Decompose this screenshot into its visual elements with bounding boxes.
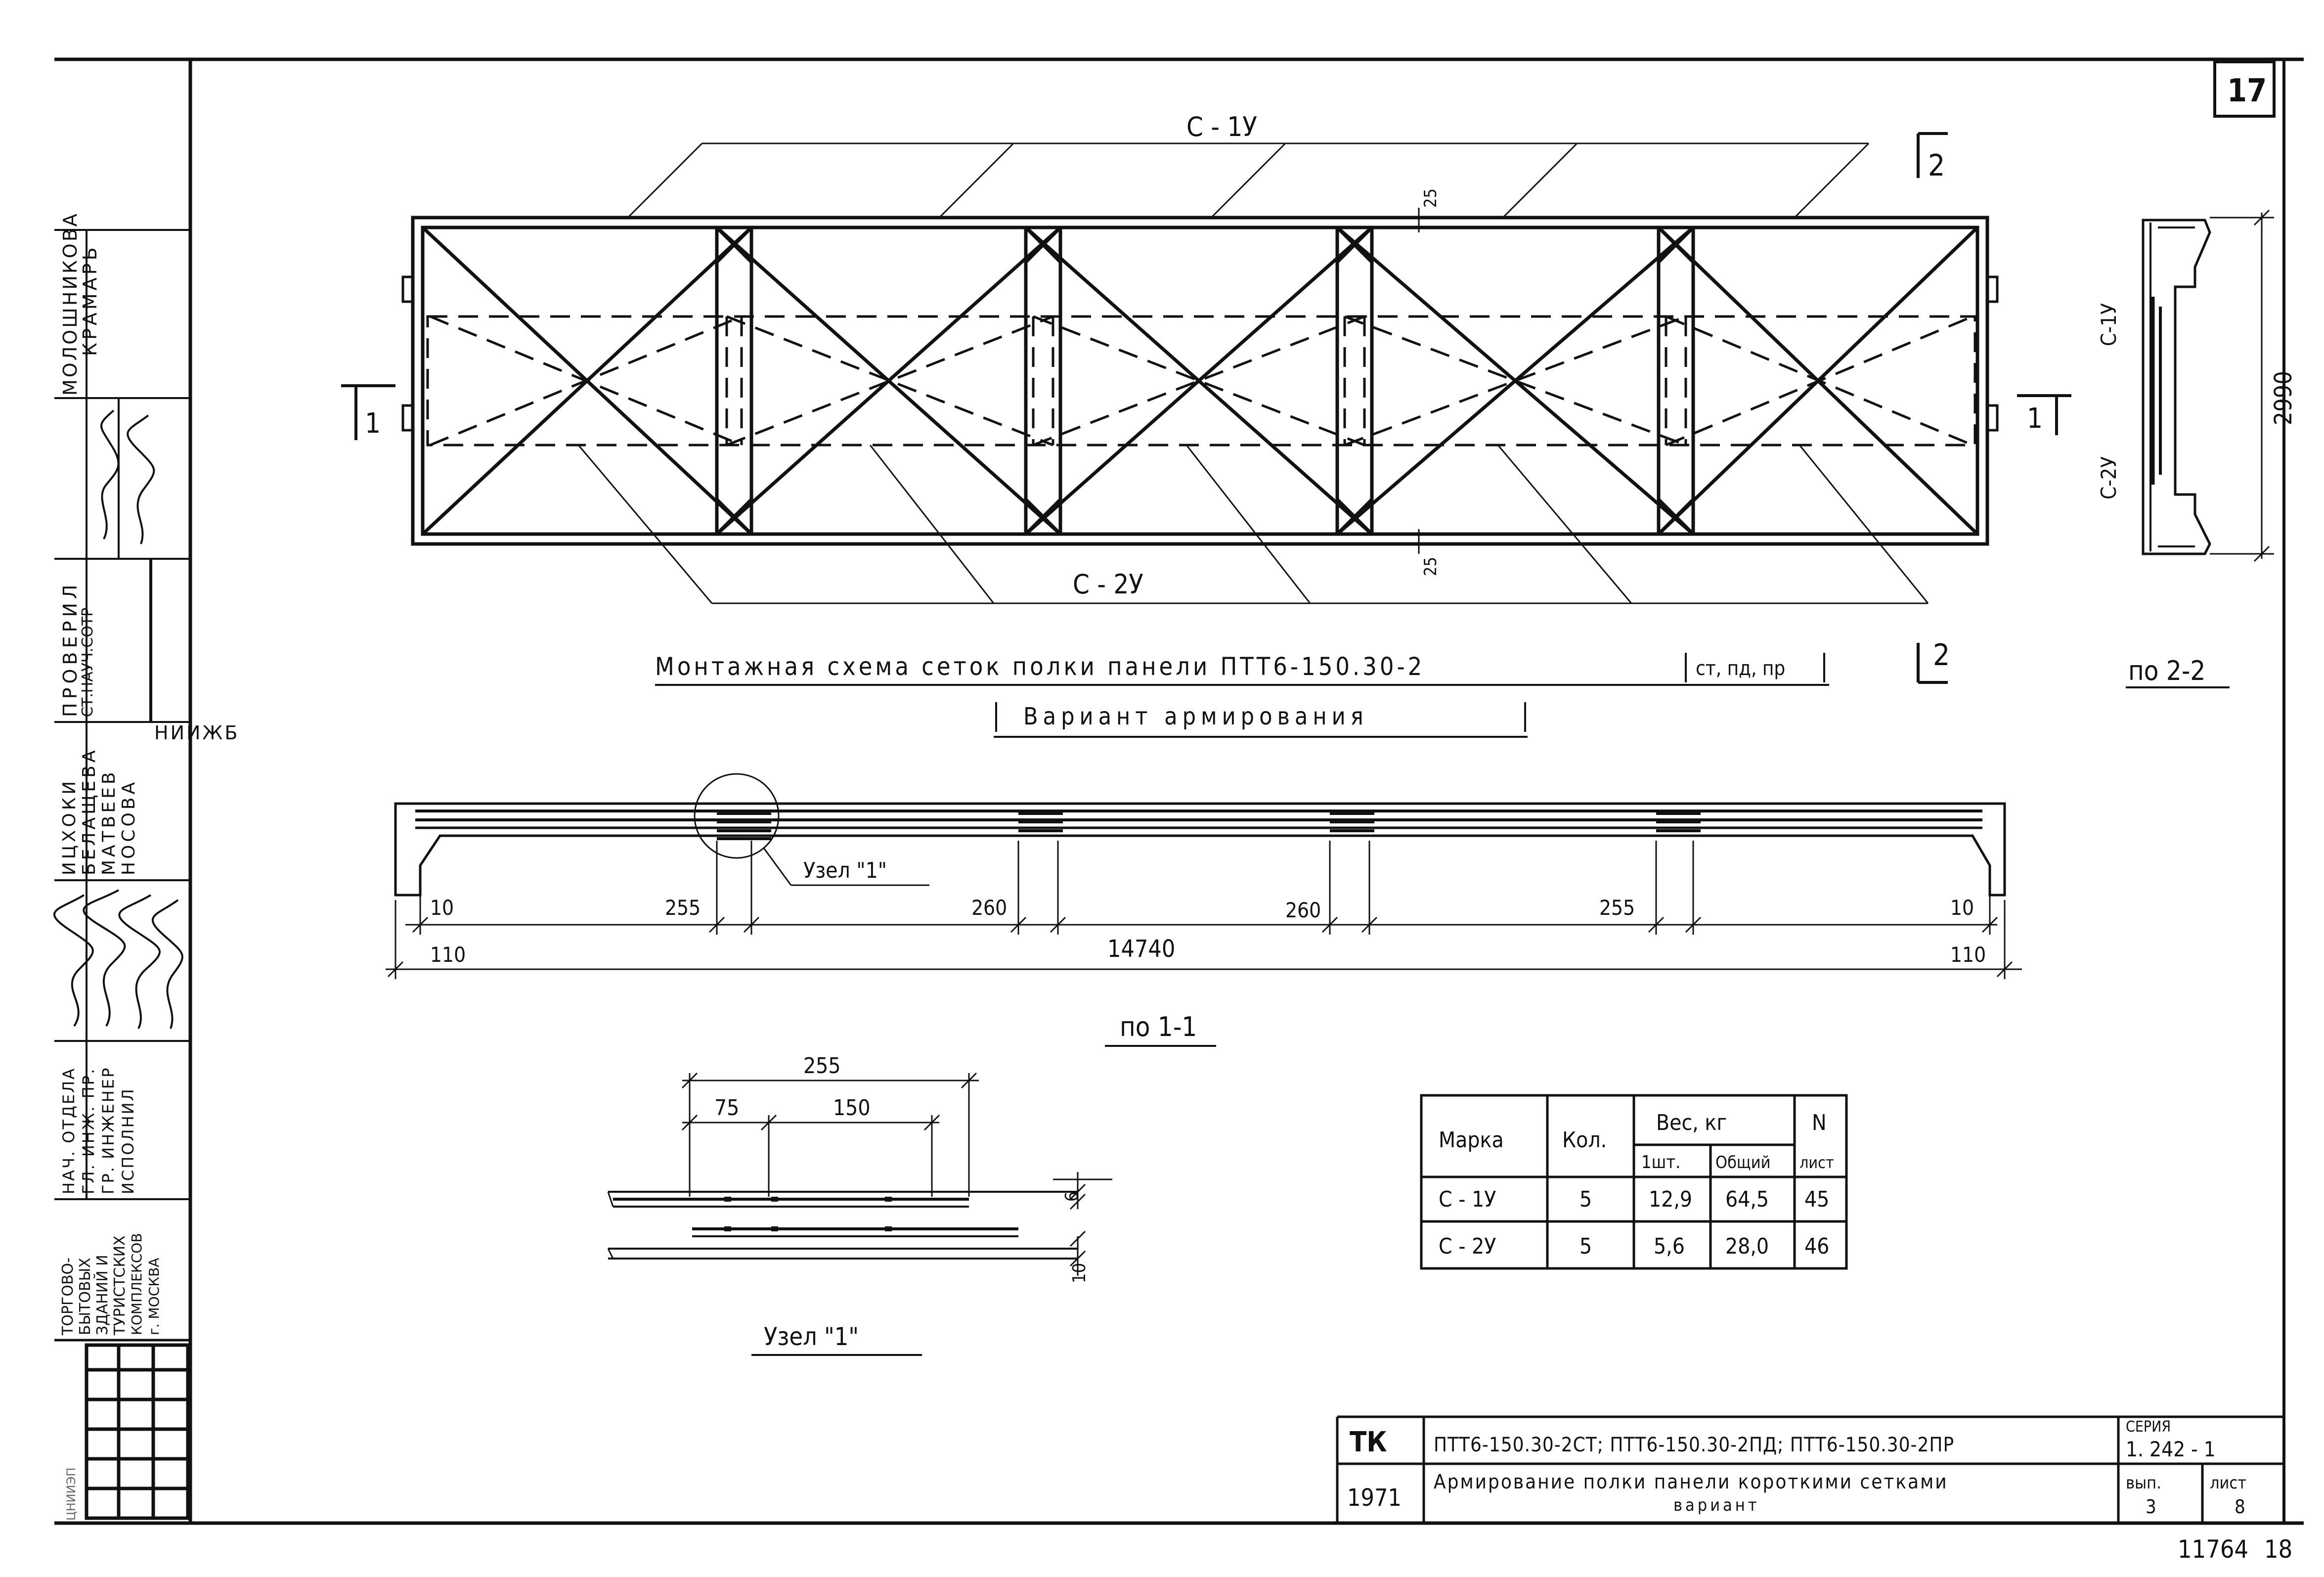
subtitle: Вариант армирования — [1023, 703, 1368, 730]
tb-issue-label: вып. — [2126, 1473, 2161, 1493]
tb-series-value: 1. 242 - 1 — [2126, 1437, 2216, 1461]
spec-r2-total: 28,0 — [1725, 1234, 1769, 1259]
tb-year: 1971 — [1347, 1484, 1402, 1512]
node-caption: Узел "1" — [764, 1322, 859, 1351]
sec-dim-10-left: 10 — [430, 896, 454, 920]
sec-dim-110-right: 110 — [1950, 943, 1986, 967]
section-caption: по 1-1 — [1120, 1011, 1197, 1042]
spec-r1-qty: 5 — [1579, 1187, 1592, 1212]
section-mark-2-top — [1917, 132, 1948, 178]
node-dim-150: 150 — [833, 1095, 871, 1121]
stamp-role-4: ИСПОЛНИЛ — [119, 1087, 137, 1194]
stamp-org-logo-text: ЦНИИЭП — [64, 1467, 78, 1521]
tb-tk: ТК — [1350, 1426, 1387, 1458]
title-block-grid — [1336, 1415, 2284, 1523]
node-dim-6: 6 — [1062, 1191, 1082, 1202]
spec-h-unit: 1шт. — [1641, 1152, 1680, 1172]
footer-number: 11764 — [2178, 1535, 2248, 1564]
stamp-org-3: ЗДАНИЙ И — [94, 1255, 111, 1335]
section-mark-1-right — [2017, 394, 2071, 435]
main-title-suffix: ст, пд, пр — [1696, 657, 1785, 680]
section-mark-1-left-num: 1 — [365, 407, 381, 440]
tb-issue-value: 3 — [2146, 1496, 2156, 1518]
stamp-name-2: БЕЛАЩЕВА — [79, 747, 99, 875]
spec-r1-unit: 12,9 — [1649, 1187, 1692, 1212]
tb-sheet-label: лист — [2210, 1473, 2246, 1493]
sheet-frame — [54, 57, 2304, 1525]
spec-r1-mark: С - 1У — [1439, 1187, 1496, 1212]
sec-dim-255-right: 255 — [1599, 896, 1635, 920]
tb-series-label: СЕРИЯ — [2126, 1418, 2171, 1436]
footer-page: 18 — [2264, 1535, 2292, 1564]
stamp-name-1: ИЦХОКИ — [59, 778, 80, 875]
node-detail — [607, 1072, 1112, 1276]
stamp-org-2: БЫТОВЫХ — [77, 1258, 94, 1335]
spec-h-sheet: лист — [1799, 1153, 1834, 1172]
dim-25-bottom: 25 — [1421, 557, 1441, 576]
spec-r2-sheet: 46 — [1804, 1234, 1829, 1259]
section-mark-1-left — [341, 384, 395, 440]
stamp-role-1: НАЧ. ОТДЕЛА — [59, 1067, 78, 1194]
sec-dim-overall: 14740 — [1107, 935, 1175, 963]
side-label-c1: С-1У — [2097, 303, 2121, 346]
sec-dim-110-left: 110 — [430, 943, 466, 967]
left-stamp-grid — [54, 229, 190, 1342]
sheet-number: 17 — [2227, 73, 2267, 109]
signatures — [53, 409, 183, 1029]
tb-codes: ПТТ6-150.30-2СТ; ПТТ6-150.30-2ПД; ПТТ6-1… — [1434, 1434, 1954, 1456]
sec-dim-260-a: 260 — [971, 896, 1007, 920]
tb-sheet-value: 8 — [2235, 1496, 2245, 1518]
side-view-2-2 — [2142, 209, 2274, 562]
side-dim-2990: 2990 — [2270, 371, 2297, 425]
spec-h-mark: Марка — [1439, 1127, 1504, 1153]
stamp-name-4: НОСОВА — [119, 779, 139, 875]
stamp-name-3: МАТВЕЕВ — [99, 769, 119, 875]
spec-r2-unit: 5,6 — [1654, 1234, 1685, 1259]
stamp-org-1: ТОРГОВО- — [59, 1258, 77, 1335]
sec-dim-10-right: 10 — [1950, 896, 1974, 920]
spec-h-total: Общий — [1715, 1153, 1771, 1172]
sec-dim-255-left: 255 — [665, 896, 701, 920]
section-mark-2-bottom — [1917, 643, 1948, 684]
spec-r2-mark: С - 2У — [1439, 1234, 1496, 1259]
spec-h-n: N — [1812, 1110, 1827, 1135]
node-dim-75: 75 — [714, 1095, 739, 1121]
mesh-label-c1: С - 1У — [1186, 111, 1257, 142]
spec-table-grid — [1420, 1094, 1848, 1270]
stamp-org-6: г. МОСКВА — [146, 1258, 162, 1335]
tb-title-sub: вариант — [1673, 1495, 1760, 1515]
stamp-check-role: СТ.НАУЧ.СОТР — [79, 607, 96, 717]
node-dim-255: 255 — [803, 1053, 841, 1079]
stamp-dept: НИИЖБ — [154, 722, 240, 744]
stamp-checker-1: МОЛОШНИКОВА — [59, 212, 81, 396]
dim-25-top: 25 — [1421, 188, 1441, 208]
spec-h-weight: Вес, кг — [1656, 1110, 1727, 1135]
stamp-role-3: ГР. ИНЖЕНЕР — [99, 1066, 118, 1194]
node-dim-10: 10 — [1069, 1263, 1090, 1283]
section-mark-2-bottom-num: 2 — [1933, 638, 1950, 673]
stamp-org-5: КОМПЛЕКСОВ — [129, 1233, 145, 1335]
spec-r1-total: 64,5 — [1725, 1187, 1769, 1212]
section-mark-1-right-num: 1 — [2027, 403, 2043, 435]
panel-plan-view — [401, 142, 1999, 604]
section-view-1-1 — [386, 773, 2022, 979]
sec-dim-260-b: 260 — [1285, 898, 1321, 922]
stamp-role-2: ГЛ. ИНЖ. ПР. — [79, 1067, 98, 1194]
side-caption: по 2-2 — [2128, 655, 2205, 686]
stamp-org-4: ТУРИСТСКИХ — [111, 1235, 129, 1335]
spec-r1-sheet: 45 — [1804, 1187, 1829, 1212]
stamp-checker-2: КРАМАРЬ — [79, 244, 101, 356]
org-logo — [85, 1343, 190, 1520]
main-title: Монтажная схема сеток полки панели ПТТ6-… — [655, 652, 1425, 681]
spec-r2-qty: 5 — [1579, 1234, 1592, 1259]
tb-title: Армирование полки панели короткими сетка… — [1434, 1471, 1948, 1493]
spec-h-qty: Кол. — [1562, 1127, 1607, 1153]
side-label-c2: С-2У — [2097, 456, 2121, 499]
section-mark-2-top-num: 2 — [1928, 148, 1945, 183]
stamp-check-label: ПРОВЕРИЛ — [59, 581, 81, 717]
node-callout: Узел "1" — [803, 858, 887, 883]
mesh-label-c2: С - 2У — [1073, 569, 1143, 600]
